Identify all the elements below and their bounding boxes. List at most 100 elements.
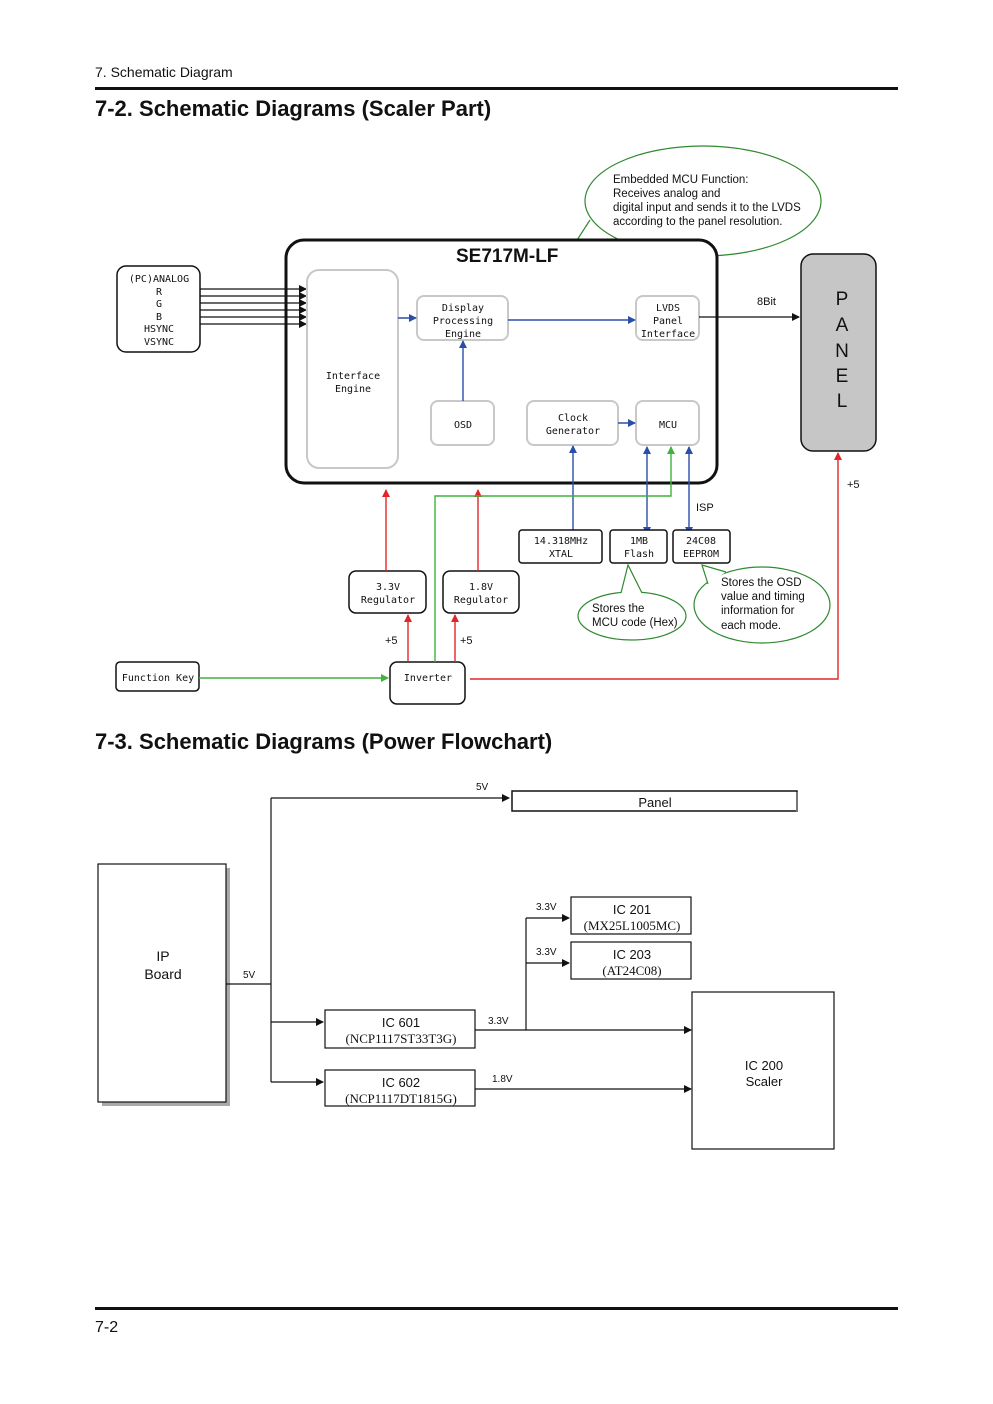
label-33v-out: 3.3V: [488, 1016, 509, 1027]
callout-eeprom-line-3: information for: [721, 605, 795, 617]
flash-line-1: 1MB: [630, 536, 648, 547]
osd-label: OSD: [454, 420, 472, 431]
page-number: 7-2: [95, 1319, 119, 1336]
panel-letter-a: A: [836, 315, 849, 336]
xtal-block: [518, 529, 603, 564]
ic200-line-1: IC 200: [745, 1058, 783, 1073]
flash-line-2: Flash: [624, 549, 654, 560]
regulator-18v-block: [442, 570, 520, 614]
power-flow-lines: [226, 794, 692, 1093]
regulator-33v-line-2: Regulator: [361, 595, 415, 606]
panel-bar-label: Panel: [638, 795, 671, 810]
ic203-block: [570, 941, 692, 980]
callout-eeprom-line-2: value and timing: [721, 591, 805, 603]
ic601-block: [324, 1009, 476, 1049]
eeprom-callout: Stores the OSD value and timing informat…: [693, 564, 831, 644]
regulator-33v-line-1: 3.3V: [376, 582, 400, 593]
input-g: G: [156, 299, 162, 310]
inverter-block: [389, 661, 466, 705]
ip-board-line-2: Board: [144, 966, 181, 982]
header-rule: [95, 87, 898, 90]
clock-generator-line-1: Clock: [558, 413, 588, 424]
ic601-line-1: IC 601: [382, 1015, 420, 1030]
callout-flash-line-2: MCU code (Hex): [592, 617, 678, 629]
regulator-18v-line-1: 1.8V: [469, 582, 493, 593]
ic203-line-2: (AT24C08): [602, 963, 661, 978]
panel-letter-l: L: [837, 391, 848, 412]
input-vsync: VSYNC: [144, 337, 174, 348]
callout-eeprom-line-4: each mode.: [721, 620, 781, 632]
section-label: 7. Schematic Diagram: [95, 64, 233, 80]
label-5v-main: 5V: [243, 970, 256, 981]
lvds-line-2: Panel: [653, 316, 683, 327]
panel-plus5-label: +5: [847, 479, 860, 491]
flash-callout: Stores the MCU code (Hex): [577, 563, 687, 641]
display-engine-line-2: Processing: [433, 316, 493, 327]
ic201-line-1: IC 201: [613, 902, 651, 917]
internal-signal-lines: [398, 314, 693, 535]
eeprom-block: [672, 529, 731, 564]
scaler-section-title: 7-2. Schematic Diagrams (Scaler Part): [95, 96, 492, 121]
eeprom-line-2: EEPROM: [683, 549, 719, 560]
eeprom-line-1: 24C08: [686, 536, 716, 547]
ic602-block: [324, 1069, 476, 1107]
ic200-line-2: Scaler: [746, 1074, 784, 1089]
label-18v-out: 1.8V: [492, 1074, 513, 1085]
regulator-33v-block: [348, 570, 427, 614]
interface-engine-line-1: Interface: [326, 371, 380, 382]
xtal-line-1: 14.318MHz: [534, 536, 588, 547]
callout-flash-line-1: Stores the: [592, 603, 644, 615]
plus5-label-a: +5: [385, 635, 398, 647]
mcu-label: MCU: [659, 420, 677, 431]
inverter-label: Inverter: [404, 673, 452, 684]
ic602-line-2: (NCP1117DT1815G): [345, 1091, 457, 1106]
lvds-block: [635, 295, 700, 341]
input-hsync: HSYNC: [144, 324, 174, 335]
ip-board-block: [97, 863, 227, 1103]
input-arrows: [200, 285, 307, 328]
plus5-label-b: +5: [460, 635, 473, 647]
isp-label: ISP: [696, 502, 714, 514]
panel-letter-p: P: [836, 289, 849, 310]
display-engine-line-1: Display: [442, 303, 484, 314]
ic602-line-1: IC 602: [382, 1075, 420, 1090]
regulator-18v-line-2: Regulator: [454, 595, 508, 606]
callout-mcu-line-4: according to the panel resolution.: [613, 216, 782, 228]
ic201-line-2: (MX25L1005MC): [584, 918, 681, 933]
power-lines: [382, 452, 842, 680]
ic201-block: [570, 896, 692, 935]
callout-eeprom-line-1: Stores the OSD: [721, 577, 802, 589]
interface-engine-block: [306, 269, 399, 469]
function-key-block: [115, 661, 200, 692]
callout-mcu-line-3: digital input and sends it to the LVDS: [613, 202, 801, 214]
ic601-line-2: (NCP1117ST33T3G): [346, 1031, 457, 1046]
input-r: R: [156, 287, 163, 298]
panel-letter-n: N: [835, 341, 849, 362]
interface-engine-line-2: Engine: [335, 384, 371, 395]
lvds-line-1: LVDS: [656, 303, 680, 314]
label-5v-panel: 5V: [476, 782, 489, 793]
control-lines: [199, 446, 675, 682]
mcu-block: [635, 400, 700, 446]
bit-label: 8Bit: [757, 296, 776, 308]
ic203-line-1: IC 203: [613, 947, 651, 962]
input-analog: (PC)ANALOG: [129, 274, 189, 285]
callout-mcu-line-2: Receives analog and: [613, 188, 720, 200]
callout-mcu-line-1: Embedded MCU Function:: [613, 174, 749, 186]
chip-name: SE717M-LF: [456, 246, 558, 267]
input-b: B: [156, 312, 162, 323]
input-block: [116, 265, 201, 353]
clock-generator-line-2: Generator: [546, 426, 600, 437]
panel-letter-e: E: [836, 366, 849, 387]
power-section-title: 7-3. Schematic Diagrams (Power Flowchart…: [95, 729, 553, 754]
xtal-line-2: XTAL: [549, 549, 573, 560]
footer-rule: [95, 1307, 898, 1310]
panel-block: [800, 253, 877, 452]
lvds-line-3: Interface: [641, 329, 695, 340]
display-engine-line-3: Engine: [445, 329, 481, 340]
ip-board-line-1: IP: [156, 948, 169, 964]
label-33v-ic203: 3.3V: [536, 947, 557, 958]
function-key-label: Function Key: [122, 673, 194, 684]
ic200-block: [691, 991, 835, 1150]
